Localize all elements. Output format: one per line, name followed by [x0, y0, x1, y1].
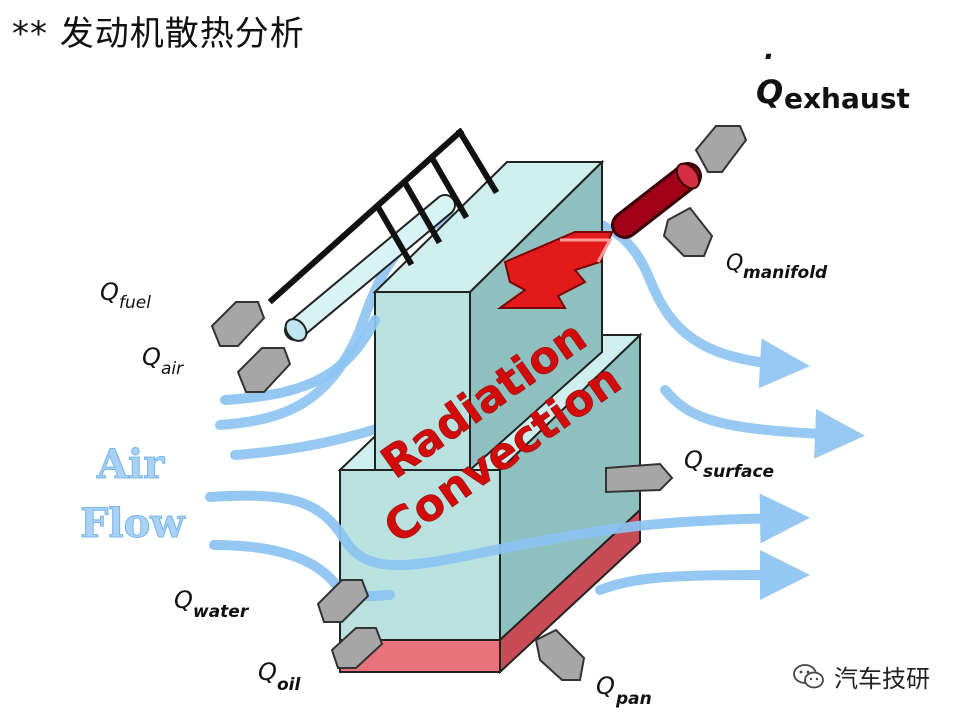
svg-text:Q: Q: [684, 446, 703, 474]
svg-text:Q: Q: [174, 586, 193, 614]
arrow-surface: [605, 462, 674, 494]
air-stream-mid-1: [205, 490, 810, 571]
page-title: ** 发动机散热分析: [12, 14, 305, 54]
q-air-label: Q air: [142, 343, 184, 379]
svg-text:air: air: [161, 359, 184, 379]
q-surface-label: Q surface: [684, 446, 774, 482]
watermark-text: 汽车技研: [834, 665, 930, 693]
svg-text:Q: Q: [756, 73, 783, 111]
q-pan-label: Q pan: [596, 672, 652, 709]
air-stream-low: [595, 550, 810, 601]
air-stream-right-1: [660, 385, 865, 459]
arrow-fuel: [210, 301, 266, 347]
air-flow-line1: Air: [96, 441, 165, 488]
svg-text:fuel: fuel: [119, 293, 151, 313]
heat-arrows: [210, 125, 748, 681]
exhaust-manifold: [496, 231, 614, 309]
intake-tube: [284, 194, 456, 342]
svg-text:manifold: manifold: [743, 263, 828, 283]
arrow-water: [316, 579, 370, 623]
air-flow-label: Air Flow: [80, 441, 187, 548]
svg-text:oil: oil: [277, 675, 302, 695]
arrow-pan: [534, 628, 586, 681]
air-stream-upper: [230, 423, 385, 460]
svg-text:Q: Q: [100, 278, 119, 306]
air-streams-front: [205, 315, 810, 602]
q-oil-label: Q oil: [258, 658, 302, 695]
q-exhaust-label: Q · exhaust: [756, 40, 910, 115]
svg-text:·: ·: [763, 40, 774, 73]
oil-pan: [339, 507, 641, 675]
fuel-rail: [267, 127, 500, 305]
heat-labels: Q · exhaust Q manifold Q fuel Q air Q su…: [100, 40, 910, 709]
q-manifold-label: Q manifold: [726, 251, 828, 283]
q-fuel-label: Q fuel: [100, 278, 151, 313]
svg-text:pan: pan: [615, 689, 652, 709]
svg-text:Q: Q: [142, 343, 161, 371]
air-stream-mid-2: [209, 540, 395, 602]
svg-text:Q: Q: [726, 251, 743, 276]
watermark: 汽车技研: [792, 659, 930, 694]
air-stream-left-top: [220, 315, 380, 405]
arrow-exhaust: [694, 125, 748, 173]
q-water-label: Q water: [174, 586, 250, 622]
svg-text:exhaust: exhaust: [784, 82, 910, 115]
wechat-icon: [793, 663, 824, 688]
air-flow-line2: Flow: [80, 500, 186, 547]
svg-text:surface: surface: [703, 462, 774, 482]
arrow-oil: [330, 627, 384, 669]
svg-text:Q: Q: [596, 672, 615, 700]
arrow-air: [236, 347, 292, 393]
arrow-manifold: [662, 206, 714, 257]
svg-text:Q: Q: [258, 658, 277, 686]
exhaust-system: [496, 162, 702, 309]
svg-text:water: water: [193, 602, 250, 622]
